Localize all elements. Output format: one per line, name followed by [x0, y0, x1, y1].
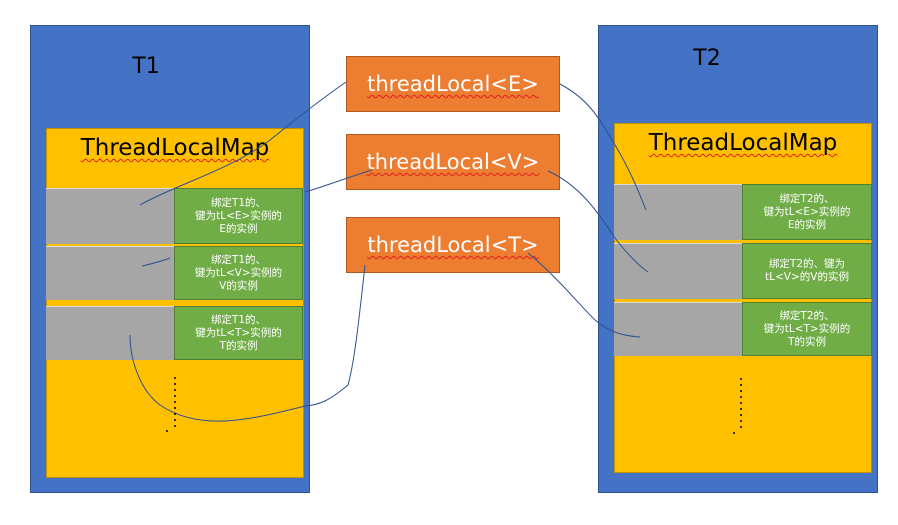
t1-map-title: ThreadLocalMap	[80, 135, 270, 161]
connector-tlt-t1	[129, 264, 366, 422]
connector-tlv-t2	[547, 170, 649, 273]
threadlocal-e-label: threadLocal<E>	[367, 72, 539, 96]
connector-tle-t2	[559, 83, 647, 211]
t1-entry-value-t-text: 绑定T1的、 键为tL<T>实例的 T的实例	[195, 313, 282, 352]
t2-entry-value-v-text: 绑定T2的、键为 tL<V>的V的实例	[765, 258, 849, 283]
t2-entry-value-v: 绑定T2的、键为 tL<V>的V的实例	[742, 243, 872, 299]
t1-entry-key-v	[46, 246, 174, 300]
t2-map-title: ThreadLocalMap	[648, 130, 838, 156]
connector-tlv-t1	[141, 169, 373, 267]
t1-entry-value-v: 绑定T1的、 键为tL<V>实例的 V的实例	[174, 246, 303, 300]
t2-entry-key-v	[614, 243, 742, 299]
threadlocal-v-box: threadLocal<V>	[346, 134, 560, 190]
t2-entry-value-e: 绑定T2的、 键为tL<E>实例的 E的实例	[742, 184, 872, 240]
threadlocal-e-box: threadLocal<E>	[346, 56, 560, 112]
connector-tle-t1	[139, 81, 347, 206]
t2-entry-key-e	[614, 184, 742, 240]
t2-entry-value-e-text: 绑定T2的、 键为tL<E>实例的 E的实例	[763, 192, 851, 231]
t2-entry-value-t: 绑定T2的、 键为tL<T>实例的 T的实例	[742, 302, 872, 356]
t1-entry-key-e	[46, 188, 174, 244]
threadlocal-t-label: threadLocal<T>	[367, 233, 539, 257]
threadlocal-t-box: threadLocal<T>	[346, 217, 560, 273]
threadlocal-v-label: threadLocal<V>	[366, 150, 540, 174]
thread-t1-title: T1	[132, 54, 160, 79]
thread-t2-title: T2	[693, 46, 721, 71]
t1-entry-key-t	[46, 306, 174, 360]
t1-entry-value-t: 绑定T1的、 键为tL<T>实例的 T的实例	[174, 306, 303, 360]
t2-entry-value-t-text: 绑定T2的、 键为tL<T>实例的 T的实例	[763, 309, 851, 348]
t1-entry-value-v-text: 绑定T1的、 键为tL<V>实例的 V的实例	[194, 253, 283, 292]
t1-entry-value-e: 绑定T1的、 键为tL<E>实例的 E的实例	[174, 188, 303, 244]
t1-entry-value-e-text: 绑定T1的、 键为tL<E>实例的 E的实例	[195, 196, 282, 235]
connector-tlt-t2	[527, 252, 641, 338]
t2-entry-key-t	[614, 302, 742, 356]
